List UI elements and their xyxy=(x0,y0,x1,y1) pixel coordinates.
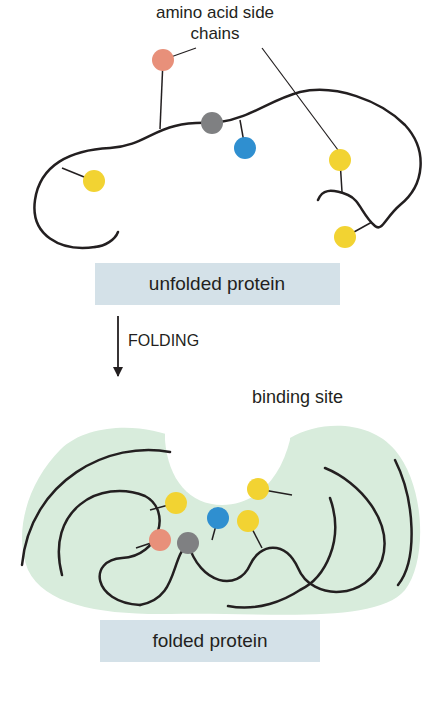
folding-arrow xyxy=(117,316,119,376)
process-label: FOLDING xyxy=(128,331,199,351)
part-label: amino acid side chains xyxy=(145,2,285,45)
folded-chain xyxy=(22,450,412,608)
side-chains xyxy=(149,478,269,554)
unfolded-chain xyxy=(34,90,420,248)
leader-line xyxy=(262,48,338,150)
caption-band: folded protein xyxy=(100,620,320,662)
caption-text: unfolded protein xyxy=(149,273,285,295)
part-label: binding site xyxy=(252,386,343,409)
side-chains xyxy=(83,49,356,248)
caption-band: unfolded protein xyxy=(95,263,340,305)
caption-text: folded protein xyxy=(152,630,267,652)
side-chain-stems xyxy=(62,60,372,237)
